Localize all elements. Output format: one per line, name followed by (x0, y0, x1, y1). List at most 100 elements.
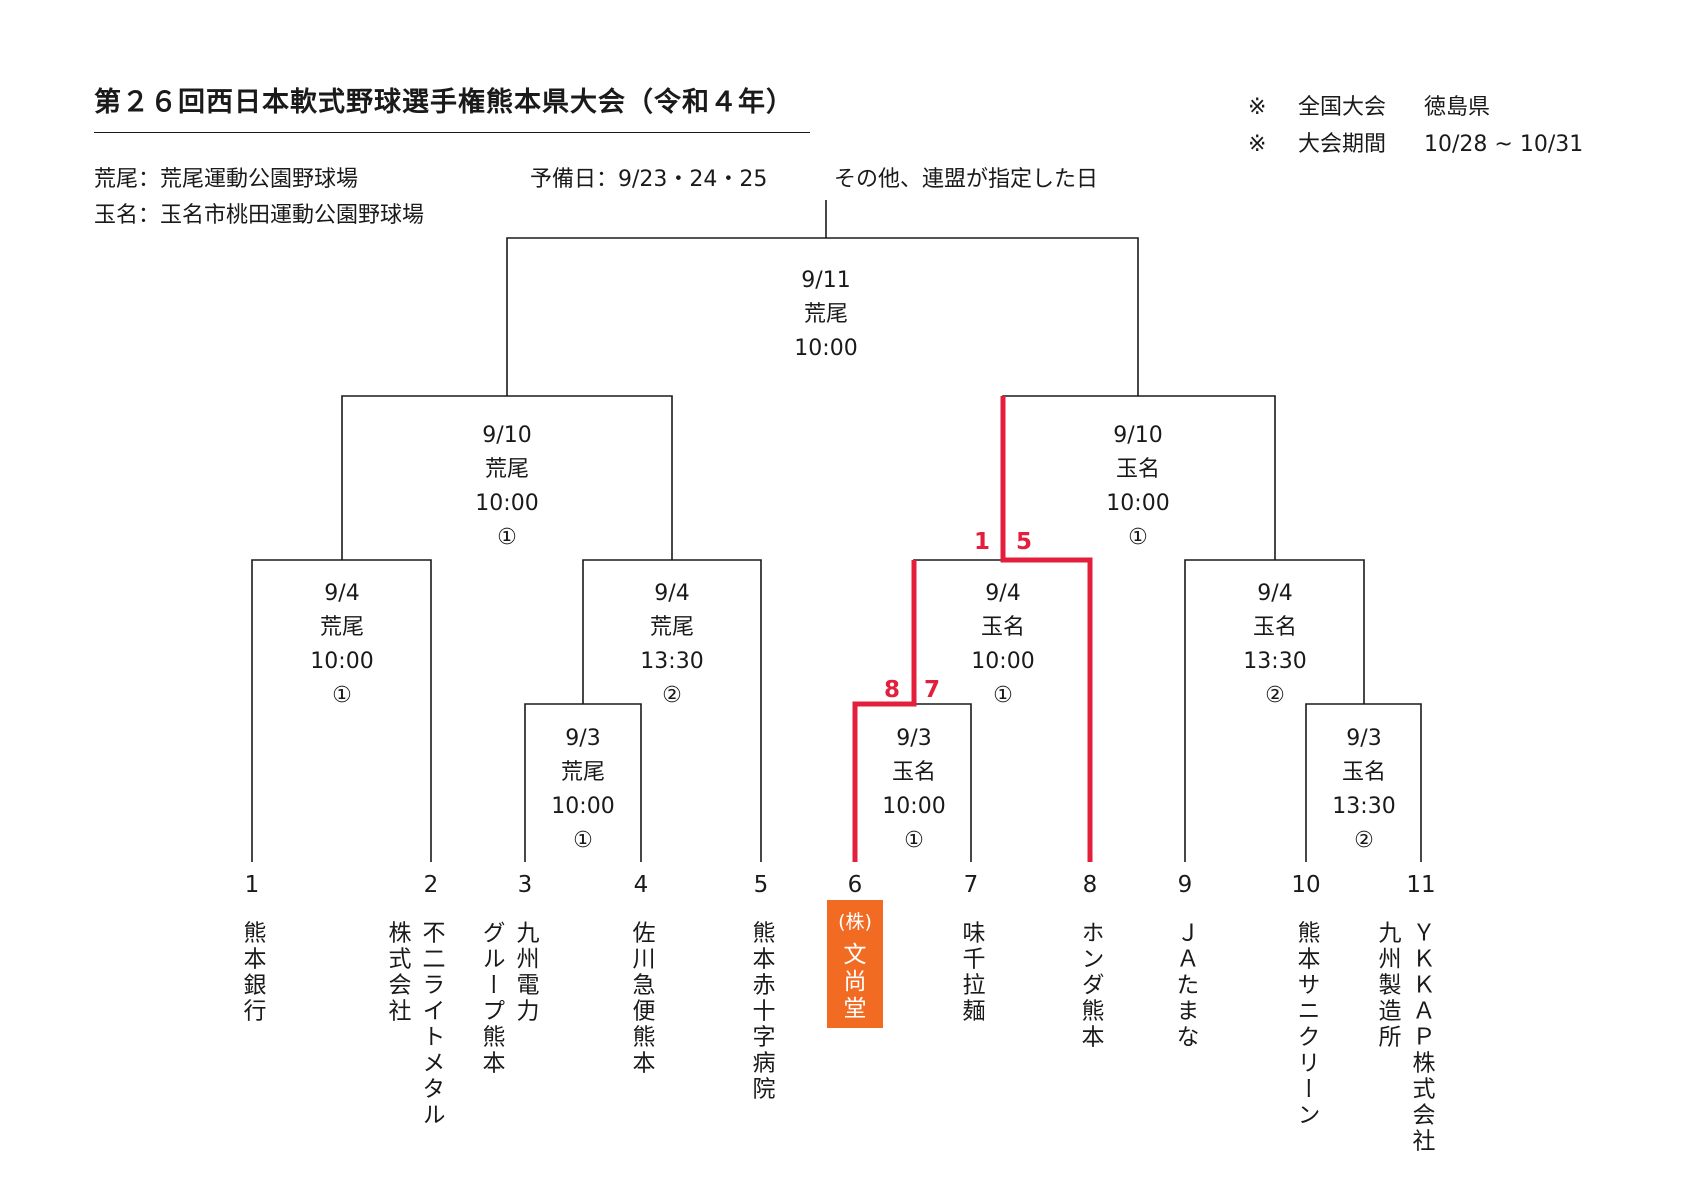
team-name-char: 麺 (958, 999, 986, 1022)
note-mark: ※ (1248, 132, 1267, 157)
team-name-char: 本 (1293, 947, 1321, 970)
team-number-7: 7 (964, 872, 979, 898)
team-name-char: 九 (512, 921, 540, 944)
match-info-r1c: 玉名 (1342, 760, 1386, 785)
team-name-char: 字 (748, 1025, 775, 1048)
team-name-char: 病 (748, 1051, 776, 1074)
winner-path (852, 396, 1093, 862)
team-name-char: 不 (418, 921, 445, 944)
match-info-r1b: 9/3 (896, 726, 931, 751)
match-info-sfa: ① (497, 525, 517, 550)
match-info-r2a: ① (332, 683, 352, 708)
team-name-char: Ａ (1408, 999, 1434, 1022)
team-name-1: 熊本銀行 (239, 921, 267, 1022)
score-r2c_left: 1 (974, 529, 990, 555)
team-name-6: (株) (838, 911, 872, 933)
team-name-2: 不二ライトメタル (418, 921, 445, 1126)
team-name-char: 所 (1374, 1025, 1402, 1048)
team-number-9: 9 (1178, 872, 1193, 898)
reserve-note: その他、連盟が指定した日 (834, 167, 1099, 192)
team-name-char: Ｐ (1408, 1025, 1434, 1048)
team-name-char: ラ (418, 973, 444, 996)
team-name-char: 本 (478, 1051, 506, 1074)
match-info-r2b: 13:30 (640, 649, 703, 674)
team-name-char: 州 (1374, 947, 1402, 970)
team-name-char: 十 (748, 999, 775, 1022)
winner-path-round1 (852, 560, 917, 862)
team-name-5: 熊本赤十字病院 (748, 921, 776, 1100)
team-name-7: 味千拉麺 (958, 921, 986, 1022)
match-info-r1a: ① (573, 828, 593, 853)
team-name-char: ホ (1077, 921, 1103, 944)
team-name-char: ー (1293, 1077, 1319, 1100)
match-info-r1a: 10:00 (551, 794, 614, 819)
team-name-char: 式 (384, 947, 411, 970)
team-name-char: 二 (418, 947, 445, 970)
team-name-char: 熊 (628, 1025, 655, 1048)
team-number-3: 3 (518, 872, 533, 898)
note-value: 徳島県 (1424, 95, 1491, 120)
team-name-char: 急 (628, 973, 656, 996)
team-number-8: 8 (1083, 872, 1098, 898)
team-name-11: 九州製造所 (1374, 921, 1402, 1048)
note-label: 大会期間 (1298, 132, 1387, 157)
team-name-3: グループ熊本 (478, 921, 506, 1074)
note-national: ※全国大会徳島県 (1248, 89, 1490, 121)
team-name-char: ま (1172, 999, 1198, 1022)
match-info-r2a: 荒尾 (320, 615, 364, 640)
team-number-10: 10 (1291, 872, 1320, 898)
team-name-char: 本 (748, 947, 776, 970)
match-info-r1c: 9/3 (1346, 726, 1381, 751)
team-name-char: 式 (1408, 1077, 1435, 1100)
team-name-char: Ｊ (1172, 921, 1198, 944)
team-name-char: Ａ (1172, 947, 1198, 970)
match-info-r1b: 玉名 (892, 760, 936, 785)
match-info-r2b: 9/4 (654, 581, 689, 606)
match-info-final: 荒尾 (804, 302, 848, 327)
reserve-days: 予備日：9/23・24・25 (530, 167, 768, 192)
match-info-sfa: 荒尾 (485, 457, 529, 482)
team-name-char: 熊 (478, 1025, 505, 1048)
team-name-char: 熊 (239, 921, 266, 944)
team-name-2: 株式会社 (384, 921, 412, 1022)
team-name-char: 拉 (958, 973, 986, 996)
match-info-r1c: ② (1354, 828, 1374, 853)
match-info-r1c: 13:30 (1332, 794, 1395, 819)
match-labels: 9/3荒尾10:00①9/3玉名10:00①9/3玉名13:30②9/4荒尾10… (310, 268, 1395, 853)
team-name-char: ニ (1293, 999, 1319, 1022)
score-r2c_right: 5 (1016, 529, 1032, 555)
team-name-char: Ｙ (1408, 921, 1434, 944)
team-name-char: ー (478, 973, 504, 996)
team-name-char: 会 (384, 973, 412, 996)
team-name-6: 尚 (844, 969, 867, 995)
team-name-char: 赤 (748, 973, 776, 996)
team-name-char: 味 (958, 921, 985, 944)
match-info-sfa: 9/10 (482, 423, 531, 448)
team-name-char: 便 (628, 999, 656, 1022)
team-name-char: 造 (1374, 999, 1401, 1022)
team-name-char: 熊 (1077, 999, 1104, 1022)
team-name-char: ダ (1077, 973, 1104, 996)
team-number-2: 2 (424, 872, 439, 898)
team-name-char: イ (418, 999, 444, 1022)
team-name-char: ン (1293, 1103, 1319, 1126)
team-name-char: 本 (628, 1051, 656, 1074)
match-info-sfb: 玉名 (1116, 457, 1160, 482)
team-name-11: ＹＫＫＡＰ株式会社 (1408, 921, 1436, 1152)
team-name-char: 本 (1077, 1025, 1105, 1048)
team-name-char: Ｋ (1408, 947, 1434, 970)
title-underline (94, 132, 810, 133)
match-info-r1a: 荒尾 (561, 760, 605, 785)
match-info-r2d: 9/4 (1257, 581, 1292, 606)
team-name-char: 社 (1408, 1129, 1436, 1152)
team-name-char: 製 (1374, 973, 1402, 996)
team-name-char: 社 (384, 999, 412, 1022)
note-mark: ※ (1248, 95, 1267, 120)
match-info-r2d: 玉名 (1253, 615, 1297, 640)
team-name-char: Ｋ (1408, 973, 1434, 996)
team-name-char: 川 (628, 947, 656, 970)
score-r1b_left: 8 (884, 677, 900, 703)
venue-tamana: 玉名：玉名市桃田運動公園野球場 (94, 203, 425, 228)
team-name-char: 院 (748, 1077, 775, 1100)
